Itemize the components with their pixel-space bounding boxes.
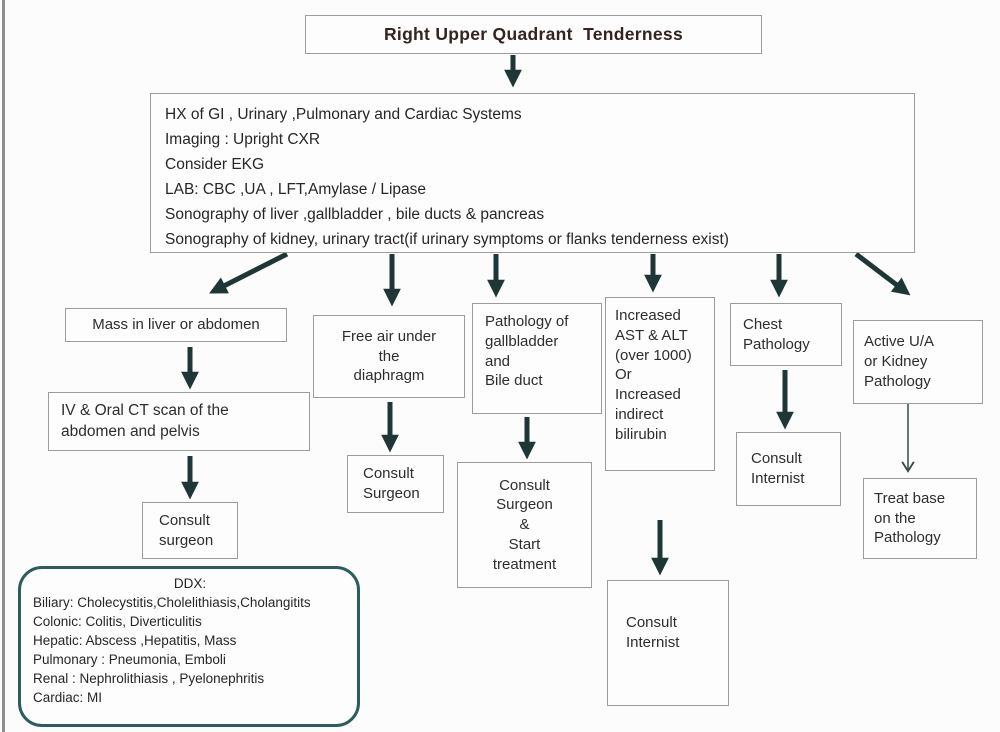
- page-left-border: [2, 0, 5, 732]
- page-title: Right Upper Quadrant Tenderness: [383, 24, 684, 44]
- ddx-list: Biliary: Cholecystitis,Cholelithiasis,Ch…: [33, 595, 311, 705]
- node-consult-surgeon-treat: Consult Surgeon & Start treatment: [457, 462, 592, 588]
- ddx-title: DDX:: [173, 576, 207, 591]
- node-consult-internist-1: Consult Internist: [607, 580, 729, 706]
- node-increased-enzymes: Increased AST & ALT (over 1000) Or Incre…: [605, 297, 715, 471]
- node-chest-pathology: Chest Pathology: [730, 303, 842, 366]
- node-consult-internist-2: Consult Internist: [736, 432, 841, 506]
- node-consult-surgeon-2: Consult Surgeon: [347, 455, 444, 513]
- node-active-ua: Active U/A or Kidney Pathology: [853, 320, 983, 404]
- workup-box: HX of GI , Urinary ,Pulmonary and Cardia…: [150, 93, 915, 253]
- node-mass-in-liver: Mass in liver or abdomen: [65, 308, 287, 342]
- title-box: Right Upper Quadrant Tenderness: [305, 15, 762, 54]
- ddx-box: DDX: Biliary: Cholecystitis,Cholelithias…: [18, 566, 360, 727]
- node-consult-surgeon-1: Consult surgeon: [142, 502, 238, 559]
- node-ct-scan: IV & Oral CT scan of the abdomen and pel…: [48, 392, 310, 451]
- node-gallbladder-pathology: Pathology of gallbladder and Bile duct: [472, 303, 602, 414]
- node-treat-base: Treat base on the Pathology: [863, 478, 977, 559]
- node-free-air: Free air under the diaphragm: [313, 315, 465, 398]
